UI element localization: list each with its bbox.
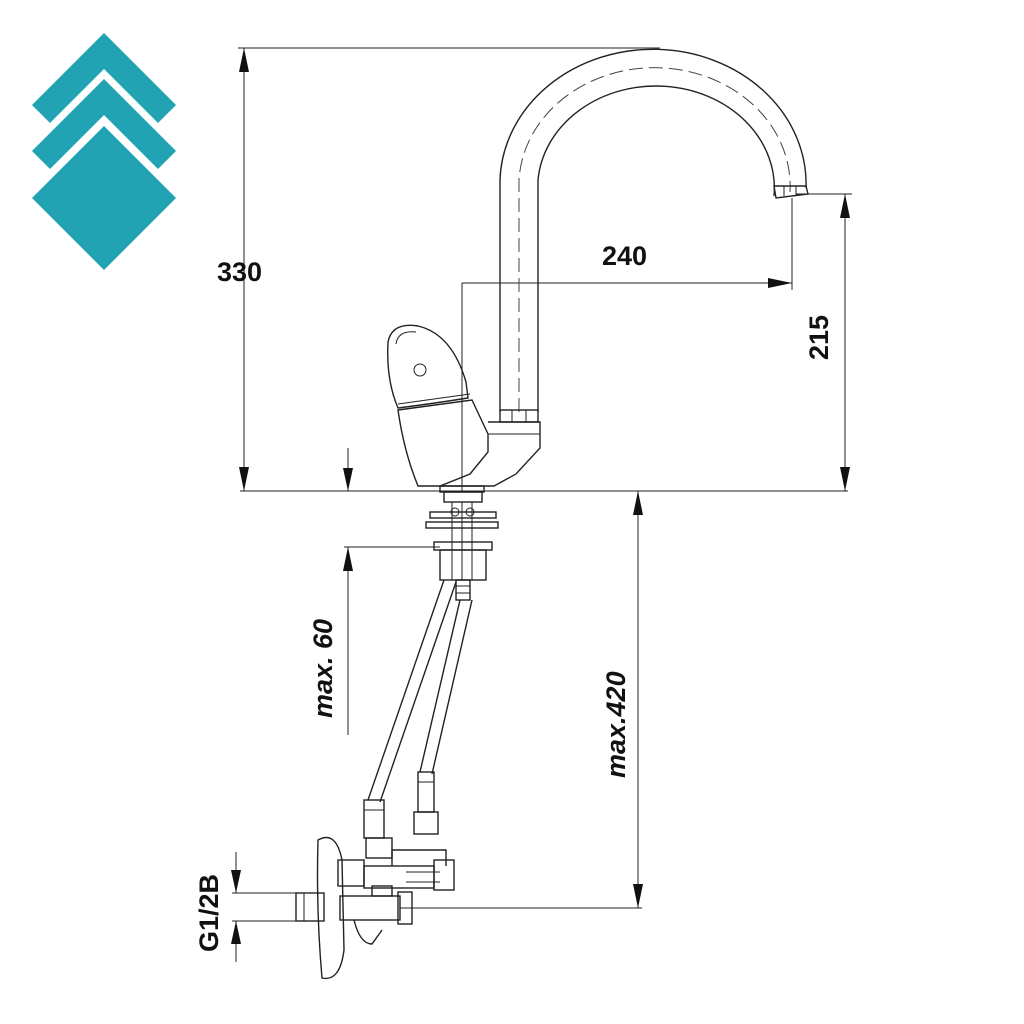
angle-valves bbox=[295, 836, 455, 980]
dimension-total-height: 330 bbox=[217, 47, 660, 491]
max-deck-thickness-label: max. 60 bbox=[308, 619, 338, 718]
logo-middle-chevron bbox=[32, 79, 176, 169]
logo-top-chevron bbox=[32, 33, 176, 123]
max-hose-length-label: max.420 bbox=[601, 671, 631, 778]
mixer-body bbox=[387, 324, 541, 493]
dimension-spout-height: 215 bbox=[796, 193, 852, 491]
faucet-spout bbox=[499, 48, 809, 423]
flexible-hoses bbox=[363, 579, 473, 859]
dimension-connection-thread: G1/2B bbox=[194, 852, 300, 962]
dimension-max-hose-length: max.420 bbox=[400, 491, 643, 909]
connection-thread-label: G1/2B bbox=[194, 874, 224, 952]
stacked-diamonds-logo bbox=[32, 33, 176, 270]
total-height-label: 330 bbox=[217, 257, 262, 287]
logo-bottom-diamond bbox=[32, 126, 176, 270]
spout-height-label: 215 bbox=[804, 315, 834, 360]
spout-reach-label: 240 bbox=[602, 241, 647, 271]
dimension-spout-reach: 240 bbox=[461, 198, 793, 491]
mounting-kit bbox=[425, 491, 499, 601]
dimension-max-deck-thickness: max. 60 bbox=[308, 448, 440, 735]
